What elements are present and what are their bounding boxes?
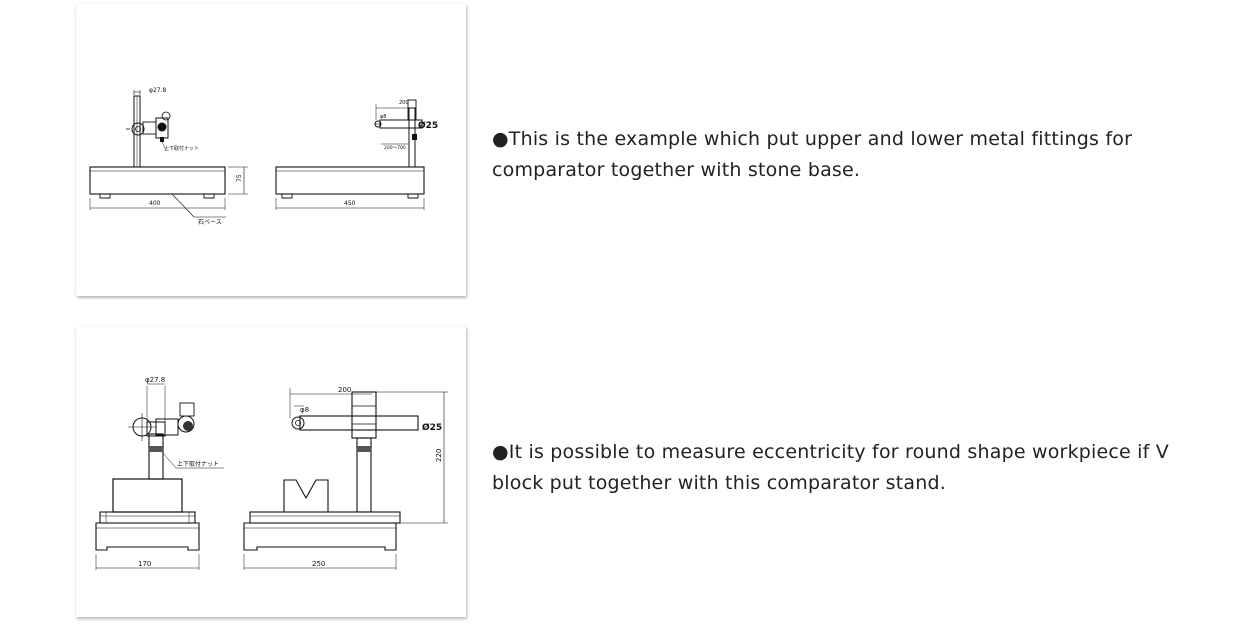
stroke-label: 200～700 xyxy=(384,145,406,151)
small-dim-label: φ8 xyxy=(380,114,386,120)
height-label-2: 220 xyxy=(435,449,443,462)
stone-base-drawing: φ27.8 上下取付ナット 75 400 石ベース xyxy=(89,87,438,226)
v-block xyxy=(283,479,329,512)
arm-bar xyxy=(379,119,423,129)
fitting-label: 上下取付ナット xyxy=(164,145,199,152)
width-right-label-2: 250 xyxy=(312,560,325,568)
bar-dia-label-2: Ø25 xyxy=(422,422,442,433)
base-block-front xyxy=(89,166,226,195)
fitting-label-2: 上下取付ナット xyxy=(177,460,219,468)
height-label: 75 xyxy=(236,174,243,182)
bar-dia-label: Ø25 xyxy=(418,120,438,131)
small-dim-label-2: φ8 xyxy=(300,406,309,414)
drawing-card-v-block: φ27.8 上下取付ナット 170 xyxy=(76,326,466,617)
pillar-left-2 xyxy=(148,433,164,480)
width-left-label: 400 xyxy=(149,200,161,207)
drawing-card-stone-base: φ27.8 上下取付ナット 75 400 石ベース xyxy=(76,4,466,296)
base-label: 石ベース xyxy=(198,219,222,226)
arm-label-2: 200 xyxy=(338,386,351,394)
base-left xyxy=(95,522,200,551)
dim-top-label: φ27.8 xyxy=(149,87,167,94)
column-block xyxy=(112,478,183,513)
description-v-block: ●It is possible to measure eccentricity … xyxy=(492,441,1169,494)
width-left-label-2: 170 xyxy=(138,560,151,568)
arm-bar-2 xyxy=(299,415,419,431)
base-right xyxy=(243,522,397,551)
width-right-label: 450 xyxy=(344,200,356,207)
dim-top-label-2: φ27.8 xyxy=(145,376,165,384)
description-stone-base: ●This is the example which put upper and… xyxy=(492,128,1133,181)
v-block-drawing: φ27.8 上下取付ナット 170 xyxy=(95,376,448,570)
base-block-side xyxy=(275,166,425,195)
arm-label: 200 xyxy=(399,100,409,106)
